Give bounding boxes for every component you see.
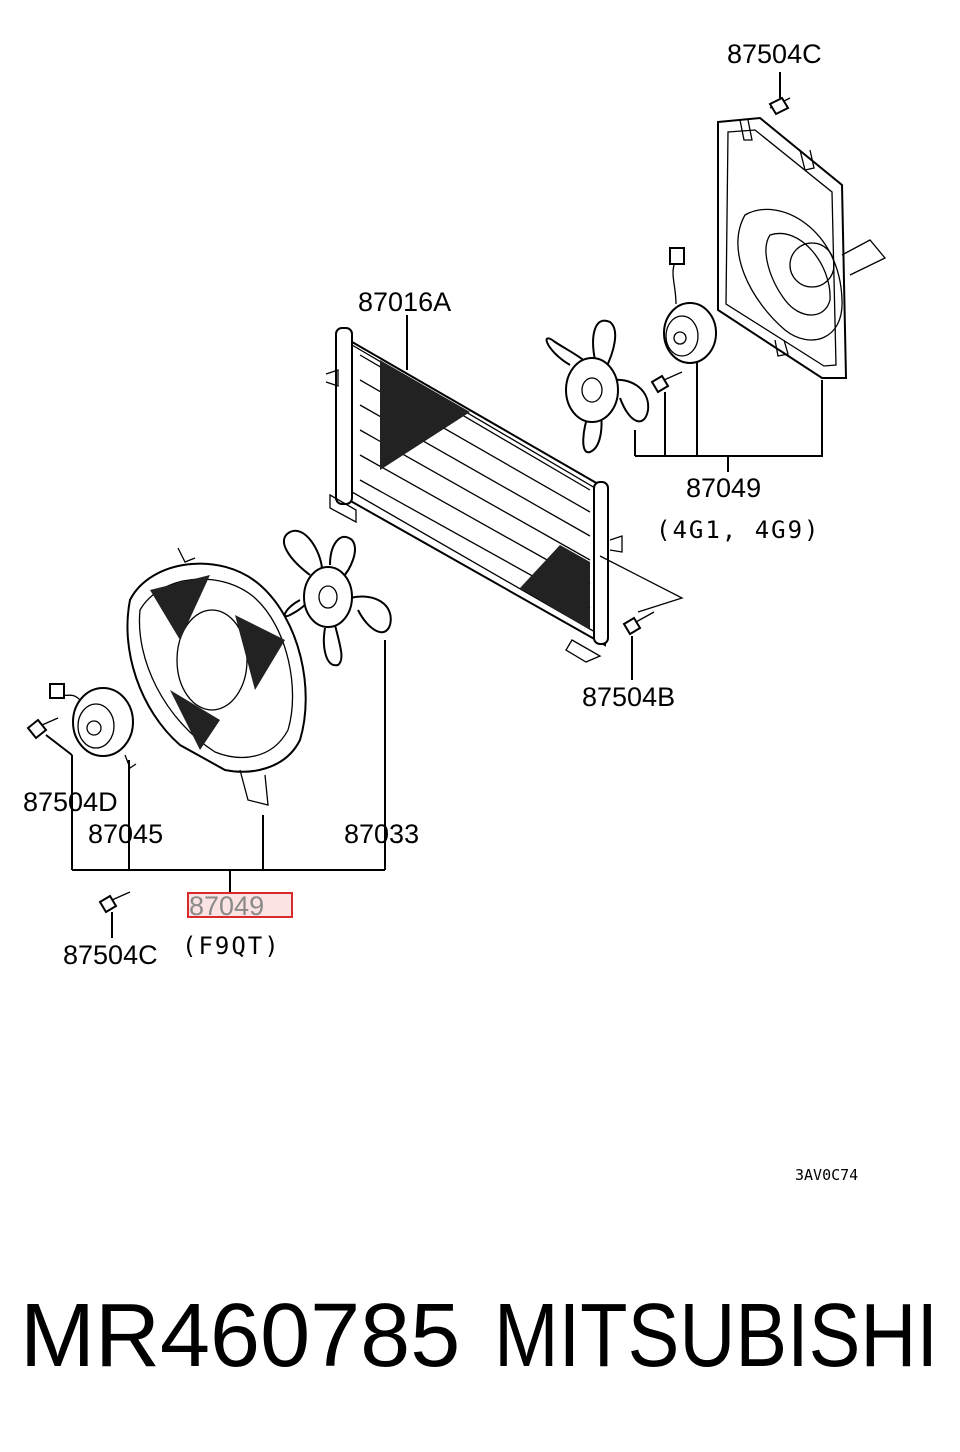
label-87049-f9qt-note: (F9QT) (182, 932, 281, 960)
figure-code: 3AV0C74 (795, 1166, 858, 1184)
fan-motor-4g (663, 247, 717, 364)
footer-part-number: MR460785 (20, 1286, 460, 1386)
footer-brand: MITSUBISHI (494, 1286, 938, 1386)
bolt-87504b (622, 611, 655, 636)
fan-shroud-f9qt (126, 547, 307, 806)
highlight-box (187, 892, 293, 918)
condenser-87016a (325, 327, 623, 663)
fan-blade-87033 (283, 529, 392, 667)
fan-blade-4g (545, 319, 650, 454)
leader-lines (45, 315, 823, 938)
bolt-87504d (26, 717, 59, 740)
fan-shroud-4g (717, 116, 887, 379)
fan-motor-87045 (49, 683, 137, 769)
label-87045: 87045 (88, 819, 163, 849)
label-87016a: 87016A (358, 287, 451, 317)
label-87049-4g-note: (4G1, 4G9) (656, 516, 821, 544)
label-87033: 87033 (344, 819, 419, 849)
label-87049-4g: 87049 (686, 473, 761, 503)
bolt-upper-fan (650, 371, 683, 394)
label-87504b: 87504B (582, 682, 675, 712)
bolt-87504c-bottom (98, 891, 131, 914)
label-87504c-top: 87504C (727, 39, 822, 69)
label-87504c-bottom: 87504C (63, 940, 158, 970)
bolt-87504c-top (768, 72, 791, 116)
label-87504d: 87504D (23, 787, 118, 817)
label-87049-f9qt: 87049 (189, 891, 264, 921)
